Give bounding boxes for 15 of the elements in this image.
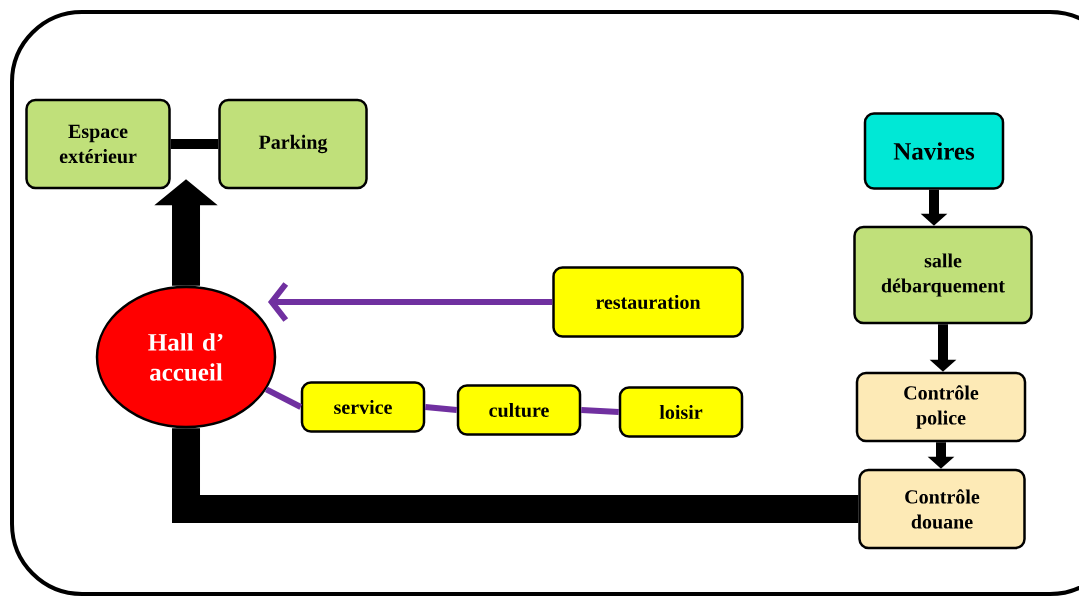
process-box: loisir <box>618 386 744 438</box>
process-box: restauration <box>552 266 744 338</box>
process-box: Contrôle police <box>855 371 1027 443</box>
connector-line <box>581 407 619 415</box>
process-box: salle débarquement <box>853 225 1033 325</box>
connector-line <box>424 404 458 413</box>
process-box: service <box>300 381 426 433</box>
connector-line <box>170 139 219 149</box>
connector-line <box>265 386 303 410</box>
process-box: Parking <box>218 98 368 190</box>
arrow <box>267 282 553 322</box>
process-box: Navires <box>863 112 1005 190</box>
process-box: Contrôle douane <box>858 468 1026 550</box>
process-box: Espace extérieur <box>25 98 171 190</box>
process-box: culture <box>456 384 582 436</box>
